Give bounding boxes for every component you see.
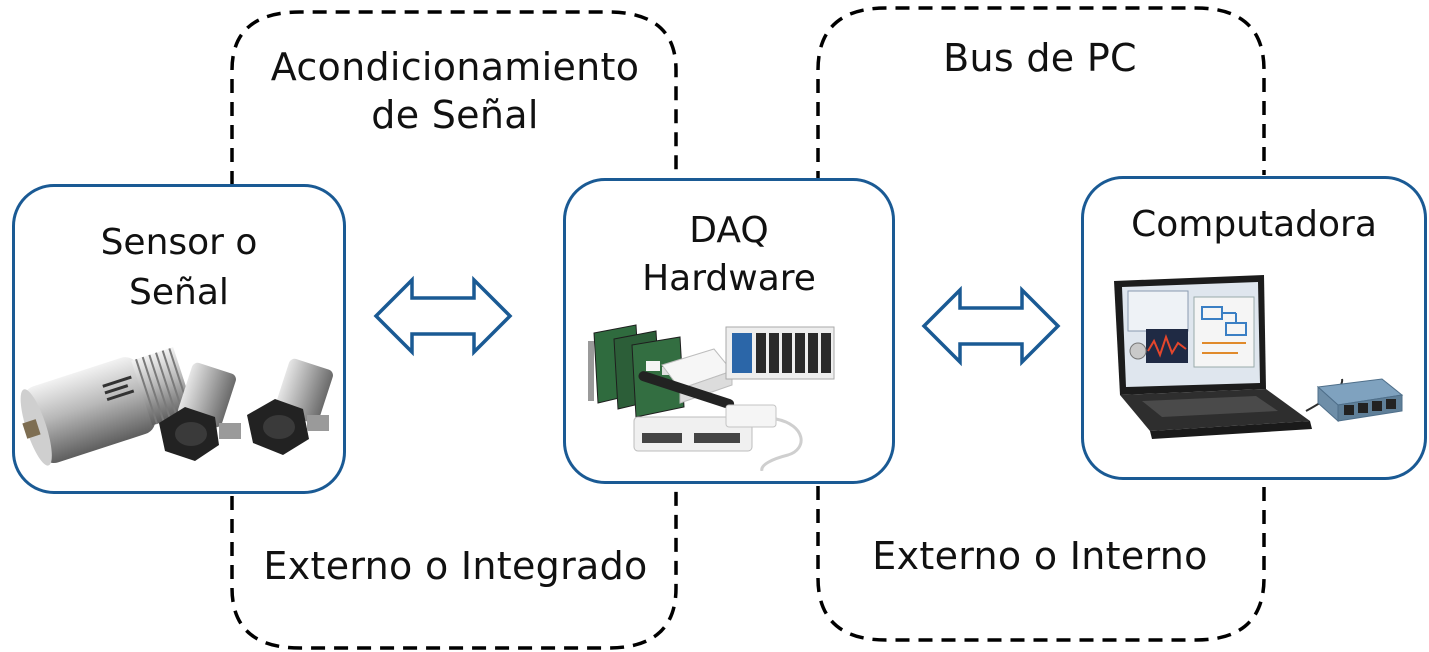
daq-title-line1: DAQ [689, 210, 769, 251]
daq-hardware-photo [588, 324, 835, 471]
pc-bus-bottom-label: Externo o Interno [872, 534, 1208, 578]
signal-conditioning-group-top [230, 10, 678, 185]
pc-bus-title: Bus de PC [943, 36, 1137, 80]
daq-node: DAQ Hardware [563, 178, 895, 484]
daq-title-line2: Hardware [642, 258, 816, 299]
double-arrow-sensor-daq [373, 275, 513, 357]
signal-conditioning-title-line2: de Señal [371, 93, 539, 137]
computer-node: Computadora [1081, 176, 1427, 480]
signal-conditioning-group-bottom [230, 486, 678, 650]
computer-title: Computadora [1131, 204, 1377, 245]
sensor-photo [20, 347, 333, 466]
double-arrow-daq-computer [921, 285, 1061, 367]
pc-bus-group-top [816, 6, 1266, 185]
sensor-title-line1: Sensor o [100, 222, 258, 263]
signal-conditioning-title-line1: Acondicionamiento [270, 45, 640, 89]
sensor-node: Sensor o Señal [12, 184, 346, 494]
laptop-photo [1114, 275, 1404, 439]
pc-bus-group-bottom [816, 480, 1266, 642]
signal-conditioning-bottom-label: Externo o Integrado [263, 544, 648, 588]
sensor-title-line2: Señal [129, 272, 229, 313]
